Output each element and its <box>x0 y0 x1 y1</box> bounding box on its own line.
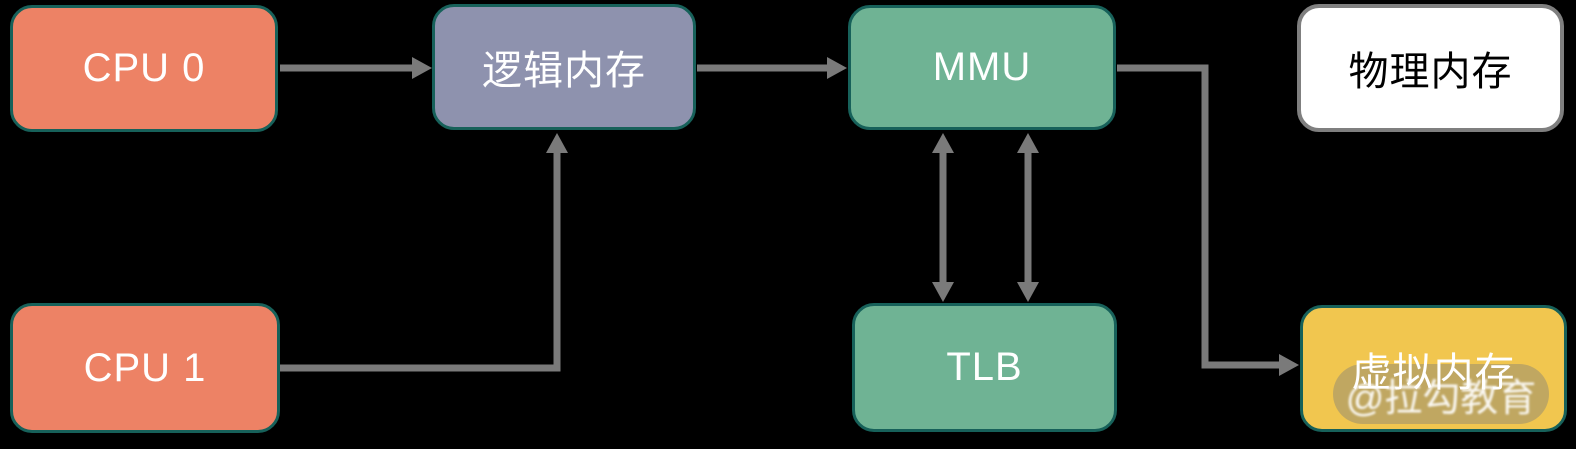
arrowhead-mmu-tlb-right-up <box>1017 133 1039 153</box>
node-cpu0: CPU 0 <box>10 5 278 132</box>
edge-cpu1-logical-memory <box>280 153 561 372</box>
node-virtual-memory-label: 虚拟内存 <box>1351 350 1516 395</box>
node-logical-memory: 逻辑内存 <box>432 4 696 130</box>
node-cpu1-label: CPU 1 <box>83 345 207 390</box>
node-cpu1: CPU 1 <box>10 303 280 433</box>
node-physical-memory-label: 物理内存 <box>1348 50 1513 94</box>
node-mmu: MMU <box>848 5 1116 130</box>
node-tlb-label: TLB <box>946 345 1023 389</box>
node-cpu0-label: CPU 0 <box>82 46 206 90</box>
arrowhead-cpu1-logical-memory <box>546 133 568 153</box>
arrowhead-mmu-tlb-right-down <box>1017 282 1039 302</box>
watermark-badge: @拉勾教育 <box>1333 364 1549 424</box>
node-virtual-memory: 虚拟内存 <box>1300 305 1567 432</box>
arrowhead-mmu-virtual-memory <box>1279 354 1299 376</box>
node-mmu-label: MMU <box>932 45 1032 89</box>
arrowhead-cpu0-logical-memory <box>412 57 432 79</box>
node-tlb: TLB <box>852 303 1117 432</box>
arrowhead-logical-memory-mmu <box>827 57 847 79</box>
node-physical-memory: 物理内存 <box>1297 4 1564 132</box>
arrowhead-mmu-tlb-left-up <box>932 133 954 153</box>
watermark-text: @拉勾教育 <box>1345 377 1537 420</box>
node-logical-memory-label: 逻辑内存 <box>482 49 646 93</box>
edge-mmu-virtual-memory <box>1117 64 1279 369</box>
arrowhead-mmu-tlb-left-down <box>932 282 954 302</box>
